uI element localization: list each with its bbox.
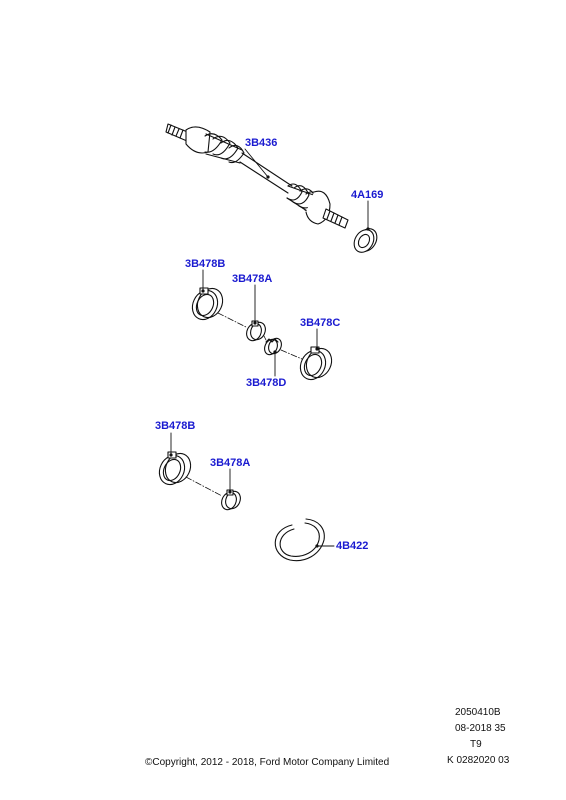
callout-4a169[interactable]: 4A169 [351,189,384,201]
callout-3b478c[interactable]: 3B478C [300,317,341,329]
callout-3b478a-upper[interactable]: 3B478A [232,273,273,285]
clamp-3b478b-upper[interactable] [188,284,227,323]
driveshaft-part[interactable] [165,123,349,229]
seal-part[interactable] [350,225,381,256]
model-code: T9 [470,739,482,750]
circlip-part[interactable] [274,518,325,562]
clamp-3b478b-lower[interactable] [155,449,195,488]
callout-3b436[interactable]: 3B436 [245,137,278,149]
date-code: 08-2018 35 [455,723,506,734]
clamp-3b478d[interactable] [262,336,284,357]
callout-3b478a-lower[interactable]: 3B478A [210,457,251,469]
clamp-3b478c[interactable] [296,344,336,383]
catalog-code: K 0282020 03 [447,755,510,766]
callout-3b478b-lower[interactable]: 3B478B [155,420,196,432]
callout-4b422[interactable]: 4B422 [336,540,369,552]
callout-3b478b-upper[interactable]: 3B478B [185,258,226,270]
copyright-notice: ©Copyright, 2012 - 2018, Ford Motor Comp… [145,757,390,768]
ref-number: 2050410B [455,707,501,718]
callout-3b478d[interactable]: 3B478D [246,377,287,389]
